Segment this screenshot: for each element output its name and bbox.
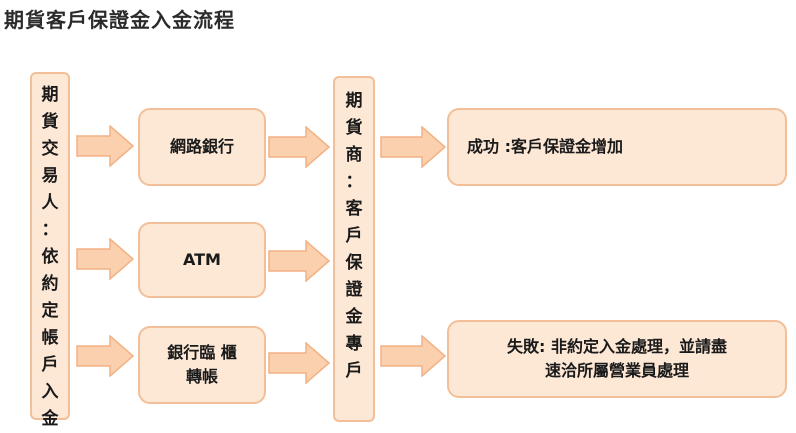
trader-char: 入 — [41, 382, 59, 402]
trader-char: 人 — [41, 193, 59, 213]
page-title: 期貨客戶保證金入金流程 — [4, 8, 235, 32]
arrow-right-icon — [268, 126, 330, 168]
broker-char: 證 — [345, 280, 363, 300]
arrow-right-icon — [76, 238, 134, 280]
trader-char: 易 — [41, 166, 59, 186]
broker-char: 商 — [345, 145, 363, 165]
broker-char: 期 — [345, 91, 363, 111]
online-banking-label: 網路銀行 — [169, 137, 234, 156]
broker-char: 專 — [345, 334, 363, 354]
broker-char: 保 — [345, 253, 363, 273]
futures-trader-box: 期 貨 交 易 人 ： 依 約 定 帳 戶 入 金 — [30, 72, 70, 429]
trader-char: 依 — [41, 247, 59, 267]
broker-char: ： — [345, 172, 363, 192]
arrow-right-icon — [268, 342, 330, 384]
trader-char: 貨 — [41, 112, 59, 132]
broker-char: 戶 — [345, 361, 363, 381]
trader-char: 定 — [41, 301, 59, 321]
arrow-right-icon — [268, 240, 330, 282]
bank-counter-label-line2: 轉帳 — [185, 367, 218, 386]
arrow-right-icon — [76, 335, 134, 377]
futures-broker-account-box: 期 貨 商 ： 客 戶 保 證 金 專 戶 — [333, 76, 375, 422]
arrow-right-icon — [380, 335, 446, 377]
trader-char: 戶 — [41, 355, 59, 375]
trader-char: 約 — [41, 274, 59, 294]
arrow-right-icon — [380, 126, 446, 168]
trader-char: 金 — [41, 409, 59, 429]
broker-char: 戶 — [345, 226, 363, 246]
broker-char: 客 — [345, 199, 363, 219]
atm-box: ATM — [138, 222, 266, 298]
trader-char: ： — [41, 220, 59, 240]
bank-counter-label-line1: 銀行臨 櫃 — [167, 343, 237, 362]
trader-char: 交 — [41, 139, 59, 159]
success-label: 成功 :客戶保證金增加 — [467, 137, 623, 156]
trader-char: 帳 — [41, 328, 59, 348]
failure-outcome-box: 失敗: 非約定入金處理，並請盡 速洽所屬營業員處理 — [447, 320, 787, 398]
success-outcome-box: 成功 :客戶保證金增加 — [447, 108, 787, 186]
trader-char: 期 — [41, 85, 59, 105]
bank-counter-transfer-box: 銀行臨 櫃 轉帳 — [138, 326, 266, 404]
atm-label: ATM — [183, 250, 221, 269]
failure-label-line2: 速洽所屬營業員處理 — [544, 361, 689, 380]
broker-char: 貨 — [345, 118, 363, 138]
online-banking-box: 網路銀行 — [138, 108, 266, 186]
failure-label-line1: 失敗: 非約定入金處理，並請盡 — [507, 337, 727, 356]
arrow-right-icon — [76, 125, 134, 167]
broker-char: 金 — [345, 307, 363, 327]
